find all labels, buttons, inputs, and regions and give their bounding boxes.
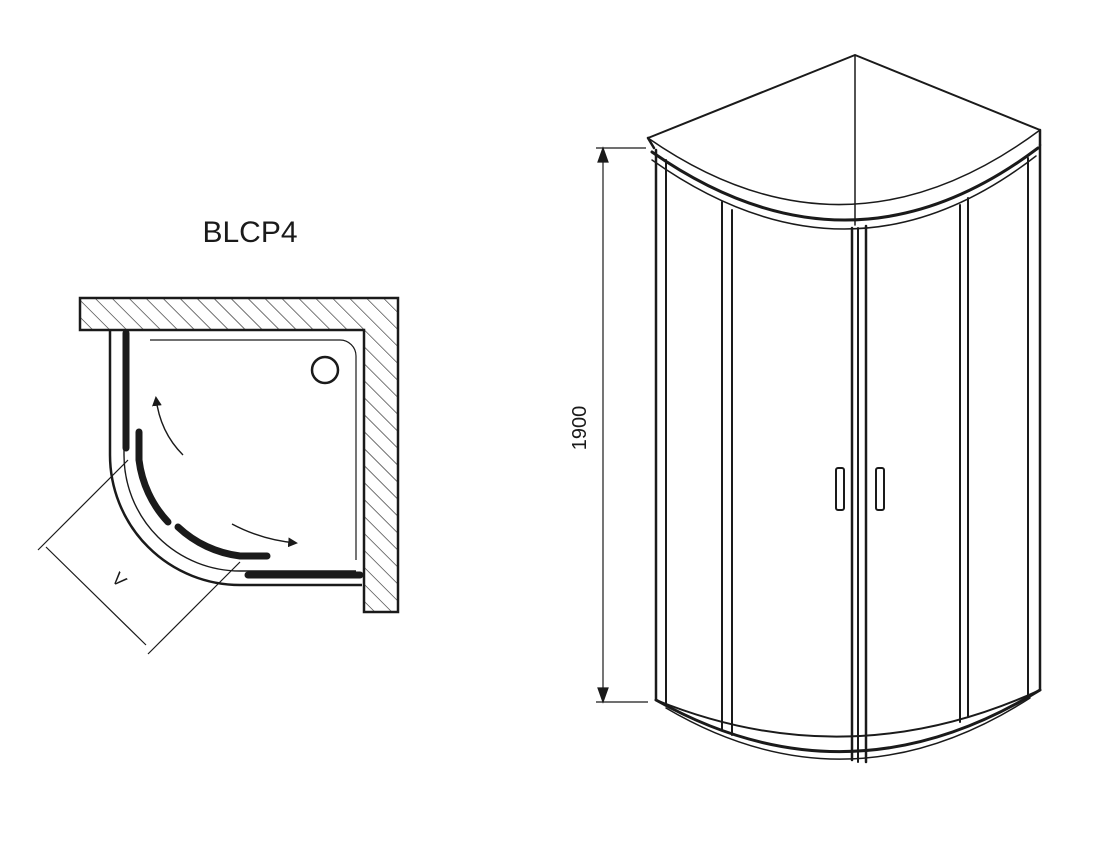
shower-enclosure-3d <box>646 54 1042 764</box>
drain-icon <box>310 355 340 385</box>
model-title: BLCP4 <box>202 216 297 249</box>
arrow-right-icon <box>231 523 298 548</box>
enclosure-top <box>647 54 1041 139</box>
opening-arrows <box>152 396 298 548</box>
door-handle-left <box>835 467 845 511</box>
dimension-v <box>37 459 241 655</box>
arrow-up-icon <box>152 396 184 456</box>
door-handle-right <box>875 467 885 511</box>
top-rail <box>650 146 1040 222</box>
floor-plan: BLCP4 V <box>37 216 400 655</box>
dimension-height-label: 1900 <box>569 406 591 451</box>
shower-tray <box>108 331 362 587</box>
bottom-rail <box>654 688 1042 754</box>
wall-hatch <box>78 296 400 614</box>
sliding-door-left <box>135 428 172 526</box>
glass-panels <box>122 329 364 579</box>
dimension-v-label: V <box>108 568 131 591</box>
dimension-height <box>596 146 648 704</box>
sliding-door-right <box>174 523 271 560</box>
